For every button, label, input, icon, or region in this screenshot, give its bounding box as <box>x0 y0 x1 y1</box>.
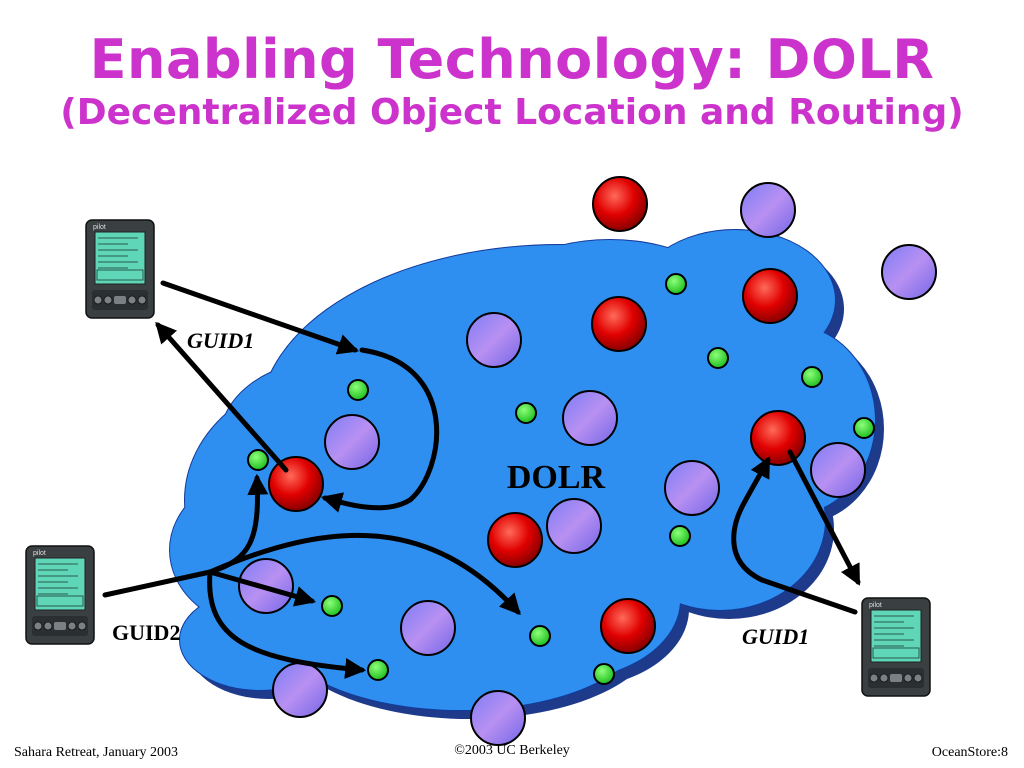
green-node <box>347 379 369 401</box>
pda-devices: pilot pilot pilot <box>25 219 931 697</box>
red-node <box>750 410 806 466</box>
guid1-right-label: GUID1 <box>742 624 809 649</box>
green-node <box>593 663 615 685</box>
red-node <box>487 512 543 568</box>
green-nodes <box>247 273 875 685</box>
green-node <box>853 417 875 439</box>
purple-node <box>272 662 328 718</box>
pda-brand-label: pilot <box>869 602 882 609</box>
green-node <box>247 449 269 471</box>
purple-node <box>664 460 720 516</box>
arrow-device1-to-cloud <box>160 280 359 355</box>
pda-screen <box>94 231 146 285</box>
pda-device-icon: pilot <box>861 597 931 697</box>
red-node <box>268 456 324 512</box>
green-node <box>801 366 823 388</box>
footer-center: ©2003 UC Berkeley <box>454 743 570 758</box>
red-node <box>591 296 647 352</box>
slide-title: Enabling Technology: DOLR <box>89 28 935 91</box>
arrow-route-to-red <box>320 347 440 513</box>
green-node <box>515 402 537 424</box>
guid2-label: GUID2 <box>112 620 180 645</box>
arrow-red-to-device3 <box>787 449 861 586</box>
green-node <box>669 525 691 547</box>
footer-left: Sahara Retreat, January 2003 <box>14 745 179 760</box>
pda-screen <box>870 609 922 663</box>
green-node <box>707 347 729 369</box>
guid1-top-label: GUID1 <box>187 328 254 353</box>
purple-node <box>810 442 866 498</box>
arrow-device2-to-cloud <box>102 569 213 598</box>
slide-subtitle: (Decentralized Object Location and Routi… <box>60 92 964 133</box>
arrow-device3-to-cloud <box>759 577 858 615</box>
green-node <box>529 625 551 647</box>
cloud-label: DOLR <box>507 459 606 496</box>
red-node <box>600 598 656 654</box>
purple-node <box>400 600 456 656</box>
purple-node <box>466 312 522 368</box>
purple-node <box>740 182 796 238</box>
pda-brand-label: pilot <box>33 550 46 557</box>
green-node <box>367 659 389 681</box>
purple-node <box>562 390 618 446</box>
pda-screen <box>34 557 86 611</box>
purple-node <box>546 498 602 554</box>
purple-node <box>324 414 380 470</box>
arrow-branch-mid <box>207 532 521 616</box>
pda-device-icon: pilot <box>25 545 95 645</box>
green-node <box>665 273 687 295</box>
purple-node <box>470 690 526 746</box>
pda-device-icon: pilot <box>85 219 155 319</box>
arrow-route-up <box>731 456 771 583</box>
red-nodes <box>268 176 806 654</box>
red-node <box>742 268 798 324</box>
pda-brand-label: pilot <box>93 224 106 231</box>
purple-node <box>881 244 937 300</box>
footer-right: OceanStore:8 <box>931 745 1008 760</box>
red-node <box>592 176 648 232</box>
arrow-branch-small <box>207 569 317 607</box>
routing-arrows <box>102 280 861 679</box>
green-node <box>321 595 343 617</box>
arrow-branch-down <box>207 569 367 679</box>
arrow-red-to-device1 <box>155 321 289 473</box>
